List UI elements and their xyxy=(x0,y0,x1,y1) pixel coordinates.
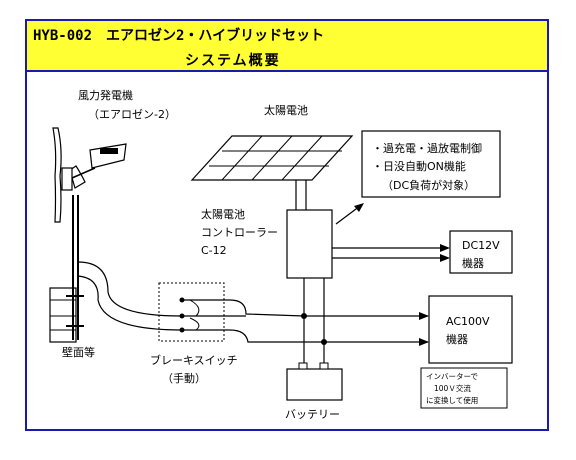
brake-switch-manual-label: （手動） xyxy=(162,371,206,385)
dc-load-label-2: 機器 xyxy=(462,256,484,270)
title-banner: HYB-002 エアロゼン2・ハイブリッドセット システム概要 xyxy=(27,21,547,72)
solar-panel-label: 太陽電池 xyxy=(264,104,308,117)
solar-panel-icon xyxy=(190,135,354,210)
feature-auto-on: ・日没自動ON機能 xyxy=(372,159,466,173)
wind-generator-label: 風力発電機 xyxy=(78,88,133,102)
dc-load-box xyxy=(449,230,513,274)
inverter-note-1: インバーターで xyxy=(426,372,478,381)
wiring xyxy=(77,261,428,366)
wall-label: 壁面等 xyxy=(62,345,95,359)
controller-label-1: 太陽電池 xyxy=(201,208,245,221)
dc-load-label-1: DC12V xyxy=(462,239,500,252)
title-line-1: HYB-002 エアロゼン2・ハイブリッドセット xyxy=(33,28,325,44)
battery-label: バッテリー xyxy=(285,408,340,421)
battery-icon xyxy=(286,368,343,401)
brake-switch-box xyxy=(158,282,225,342)
features-box xyxy=(361,130,501,198)
brake-switch-icon xyxy=(179,297,200,333)
controller-label-2: コントローラー xyxy=(201,226,278,239)
title-line-2: システム概要 xyxy=(185,53,281,69)
feature-dc-load: （DC負荷が対象） xyxy=(382,178,475,192)
wind-turbine-icon xyxy=(52,127,127,340)
wind-model-label: （エアロゼン-2） xyxy=(88,108,176,121)
inverter-note-3: に変換して使用 xyxy=(426,395,478,405)
ac-load-box xyxy=(428,295,513,364)
ac-load-label-2: 機器 xyxy=(446,332,468,346)
inverter-note-box xyxy=(420,367,508,409)
callout-arrow xyxy=(335,205,361,225)
feature-charge-control: ・過充電・過放電制御 xyxy=(372,141,482,155)
inverter-note-2: 100Ｖ交流 xyxy=(434,383,471,393)
ac-load-label-1: AC100V xyxy=(446,315,490,328)
charge-controller xyxy=(286,209,333,279)
brake-switch-label: ブレーキスイッチ xyxy=(150,353,238,367)
controller-label-3: C-12 xyxy=(201,244,227,257)
